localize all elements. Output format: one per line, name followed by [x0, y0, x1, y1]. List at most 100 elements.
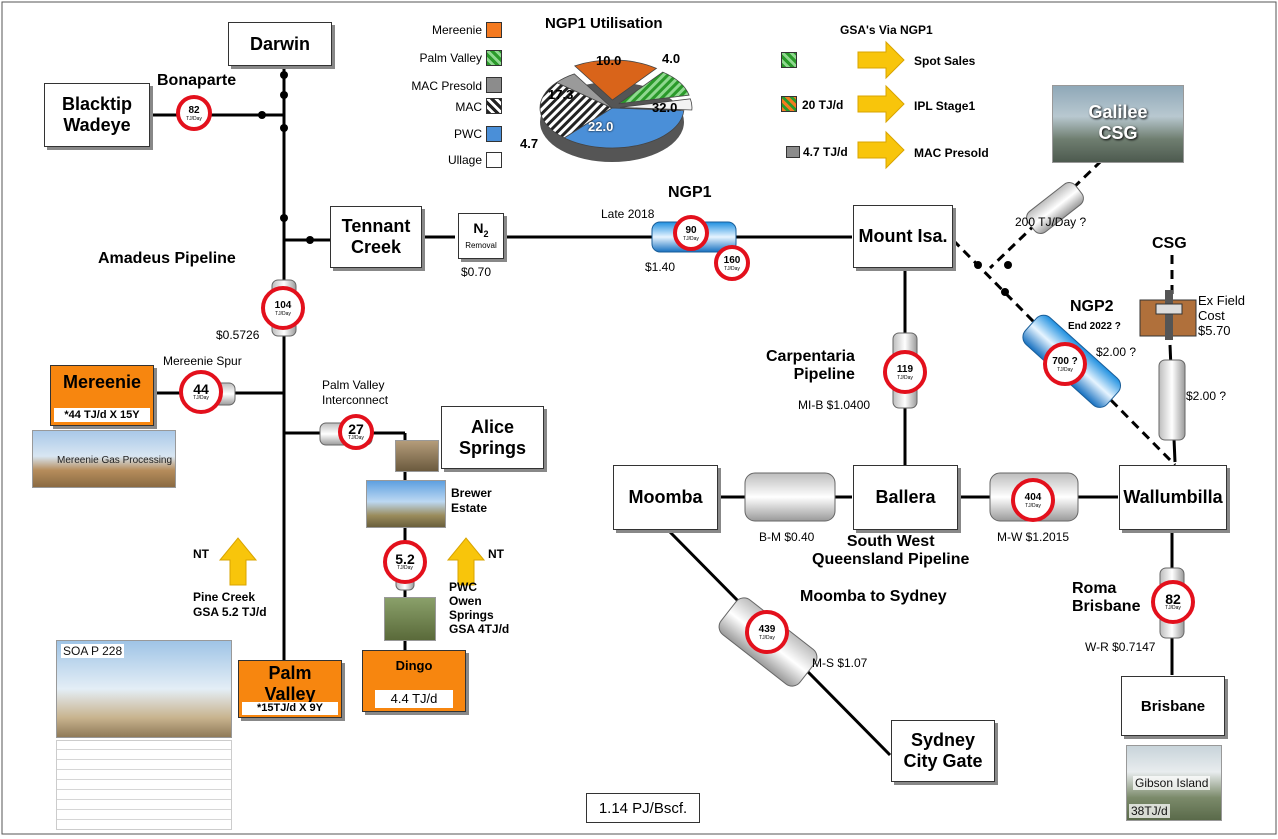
n2-label: Removal	[465, 241, 497, 251]
n2-symbol: N2	[473, 219, 488, 242]
legend-palm-swatch	[486, 50, 502, 66]
conversion-label: 1.14 PJ/Bscf.	[598, 799, 688, 817]
tariff-mw: M-W $1.2015	[997, 530, 1070, 544]
photo-soa: SOA P 228	[56, 640, 232, 738]
brewer-line2: Estate	[451, 501, 488, 515]
badge-ms-value: 439	[758, 623, 776, 635]
tariff-csg-pipe: $2.00 ?	[1186, 389, 1227, 403]
badge-mw-unit: TJ/Day	[1025, 502, 1041, 509]
label-end-2022: End 2022 ?	[1068, 321, 1121, 332]
roma-line1: Roma	[1072, 580, 1117, 597]
tariff-ms: M-S $1.07	[812, 656, 868, 670]
pie-slice-mac-presold	[555, 73, 613, 109]
photo-gibson-island: Gibson Island 38TJ/d	[1126, 745, 1222, 821]
badge-bonaparte-value: 82	[188, 104, 200, 116]
tariff-ngp2: $2.00 ?	[1096, 345, 1137, 359]
node-palm-line2: Valley	[264, 684, 316, 704]
node-darwin: Darwin	[228, 22, 332, 66]
legend-mac-presold-swatch	[486, 77, 502, 93]
pipeline-lines	[150, 60, 1177, 757]
badge-carpentaria-unit: TJ/Day	[897, 374, 913, 381]
tariff-amadeus: $0.5726	[216, 328, 260, 342]
badge-carpentaria-value: 119	[896, 363, 914, 375]
tariff-wr: W-R $0.7147	[1085, 640, 1156, 654]
badge-rb-value: 82	[1165, 590, 1181, 607]
pie-label-mac: 22.0	[588, 119, 614, 134]
gsa-mac-swatch	[786, 146, 800, 158]
legend-pwc-label: PWC	[454, 127, 482, 141]
arrow-spot-sales-icon	[857, 40, 905, 80]
pie-label-pwc: 32.0	[652, 100, 678, 115]
badge-ngp1-unit: TJ/Day	[683, 235, 699, 242]
badge-rb-unit: TJ/Day	[1165, 604, 1181, 611]
label-bonaparte: Bonaparte	[157, 72, 237, 89]
pie-slice-ullage	[619, 98, 693, 111]
label-nt-right: NT	[488, 547, 504, 561]
gsa-mac-dest: MAC Presold	[914, 146, 989, 160]
gsa-mac-qty: 4.7 TJ/d	[803, 145, 848, 159]
pie-label-mac-presold: 4.7	[520, 136, 539, 151]
badge-ngp2-unit: TJ/Day	[1057, 366, 1073, 373]
node-ballera: Ballera	[853, 465, 958, 530]
node-sydney-line2: City Gate	[903, 751, 983, 771]
pwc-line1: PWC	[449, 580, 477, 594]
pine-creek-line1: Pine Creek	[193, 590, 256, 604]
badge-amadeus-value: 104	[274, 299, 292, 311]
badge-ngp1-future-value: 160	[723, 254, 741, 266]
pwc-line2: Owen	[449, 594, 482, 608]
label-ngp1: NGP1	[668, 184, 712, 201]
legend-ullage-swatch	[486, 152, 502, 168]
pie-slice-mereenie	[574, 59, 658, 101]
mereenie-contract: *44 TJ/d X 15Y	[54, 408, 150, 422]
badge-ngp1-future-unit: TJ/Day	[724, 265, 740, 272]
label-late-2018: Late 2018	[601, 207, 655, 221]
badge-palm-value: 27	[348, 420, 364, 437]
badge-ngp1-value: 90	[685, 224, 697, 236]
tariff-ngp1: $1.40	[645, 260, 676, 274]
photo-alice-site	[395, 440, 439, 472]
gsa-spot-dest: Spot Sales	[914, 54, 976, 68]
n2-main: N	[473, 219, 484, 236]
label-moomba-sydney: Moomba to Sydney	[800, 588, 947, 605]
node-wallumbilla-label: Wallumbilla	[1123, 487, 1223, 507]
legend-mac-presold-label: MAC Presold	[411, 79, 482, 93]
palm-interconnect-line2: Interconnect	[322, 393, 389, 407]
soa-caption: SOA P 228	[61, 644, 125, 658]
schematic-drawing	[56, 740, 232, 830]
gsa-title: GSA's Via NGP1	[840, 23, 933, 37]
arrow-mac-presold-icon	[857, 130, 905, 170]
photo-owen-springs	[384, 597, 436, 641]
pie-slice-mac	[539, 81, 613, 139]
dingo-contract: 4.4 TJ/d	[375, 690, 453, 708]
node-dingo-label: Dingo	[395, 658, 433, 673]
mereenie-plant-caption: Mereenie Gas Processing Facility	[57, 455, 175, 466]
legend-palm-label: Palm Valley	[419, 51, 482, 65]
label-nt-left: NT	[193, 547, 209, 561]
pwc-line3: Springs	[449, 608, 494, 622]
legend-mac-label: MAC	[455, 100, 482, 114]
node-blacktip-line2: Wadeye	[63, 115, 131, 135]
badge-palm-unit: TJ/Day	[348, 434, 364, 441]
ex-field-line2: Cost	[1198, 308, 1225, 323]
badge-brewer-unit: TJ/Day	[397, 564, 413, 571]
legend-mereenie-swatch	[486, 22, 502, 38]
carpentaria-line1: Carpentaria	[766, 348, 855, 365]
legend-mereenie-label: Mereenie	[431, 23, 482, 37]
pwc-line4: GSA 4TJ/d	[449, 622, 510, 636]
pie-title: NGP1 Utilisation	[545, 15, 663, 32]
